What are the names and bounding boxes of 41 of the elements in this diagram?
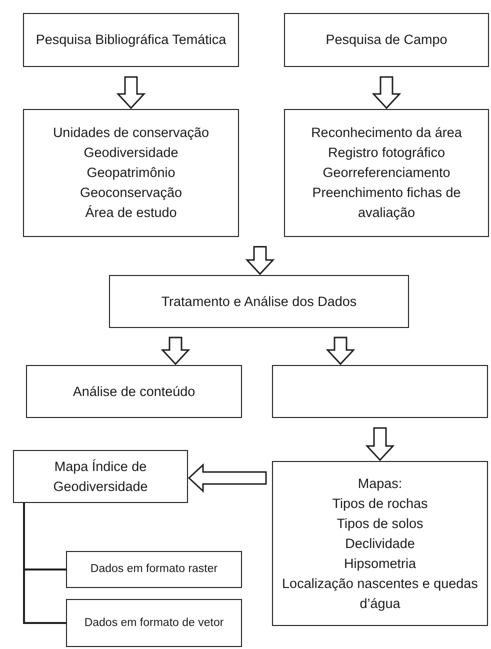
process-box [66, 551, 242, 588]
process-box [26, 365, 242, 418]
process-box [284, 109, 489, 237]
box-text: Geoconservação [80, 184, 182, 202]
block-arrow [245, 246, 275, 276]
box-text: Reconhecimento da área [311, 124, 462, 142]
block-arrow [326, 336, 356, 366]
box-text: Área de estudo [85, 204, 177, 222]
connector-line [23, 503, 66, 624]
box-text: Mapas: [358, 474, 402, 493]
box-text: Tipos de rochas [332, 494, 428, 513]
process-box [23, 13, 239, 67]
box-text: Registro fotográfico [328, 144, 446, 162]
box-text: Localização nascentes e quedas d’água [281, 574, 479, 613]
process-box [272, 461, 488, 626]
block-arrow [372, 76, 402, 110]
process-box [109, 275, 409, 328]
box-text: Dados em formato de vetor [84, 616, 224, 630]
process-box [13, 450, 188, 503]
block-arrow [188, 463, 267, 493]
box-text: Análise de conteúdo [72, 382, 196, 400]
box-text: Preenchimento fichas de avaliação [311, 184, 462, 222]
box-text: Dados em formato raster [90, 562, 218, 577]
box-text: Hipsometria [344, 554, 416, 573]
box-text: Geodiversidade [84, 144, 178, 162]
box-text: Pesquisa de Campo [326, 31, 448, 49]
block-arrow [365, 427, 395, 462]
box-text: Pesquisa Bibliográfica Temática [36, 31, 226, 49]
block-arrow [160, 336, 190, 366]
box-text: Declividade [345, 534, 415, 552]
process-box [66, 599, 242, 647]
box-text: Tipos de solos [336, 514, 424, 533]
empty-box [272, 365, 488, 418]
box-text: Mapa Índice de Geodiversidade [52, 458, 149, 496]
box-text: Geopatrimônio [86, 164, 176, 182]
box-text: Georreferenciamento [322, 164, 450, 182]
box-text: Tratamento e Análise dos Dados [161, 292, 357, 310]
process-box [284, 13, 489, 67]
box-text: Unidades de conservação [52, 124, 210, 142]
block-arrow [116, 76, 146, 110]
process-box [23, 109, 239, 237]
